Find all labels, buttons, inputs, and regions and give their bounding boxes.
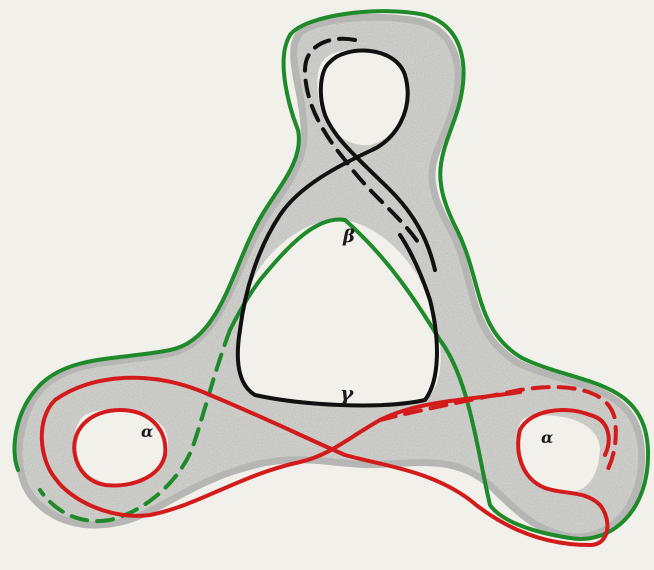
label-bottom: γ: [340, 381, 354, 405]
label-left: α: [141, 422, 153, 441]
label-right: α: [541, 428, 553, 447]
label-top: β: [342, 226, 355, 247]
